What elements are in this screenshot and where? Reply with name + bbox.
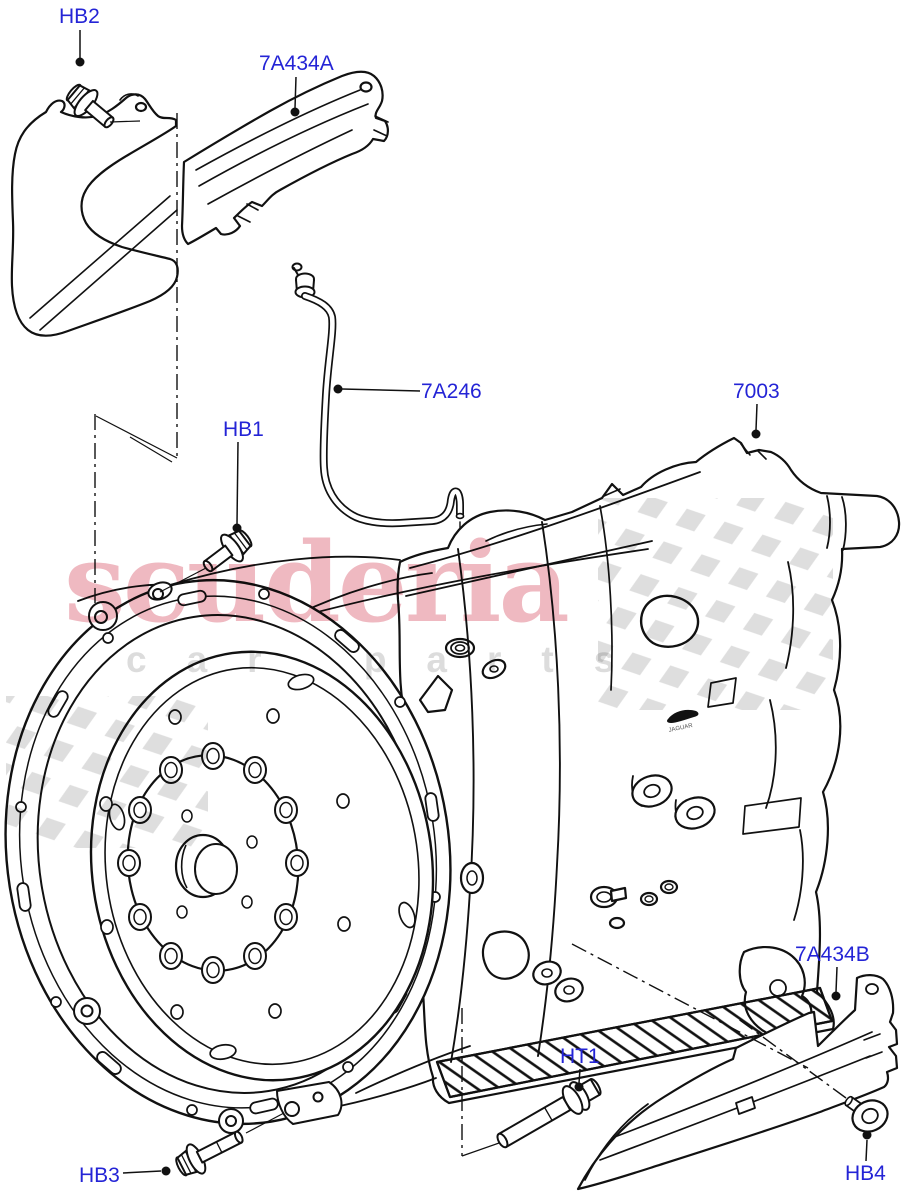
bolt-hb3 — [175, 1112, 285, 1177]
part-label-hb4[interactable]: HB4 — [845, 1162, 886, 1185]
part-label-7a434b[interactable]: 7A434B — [795, 943, 870, 966]
stud-ht1 — [496, 1078, 602, 1149]
part-label-ht1[interactable]: HT1 — [560, 1045, 600, 1068]
part-label-7003[interactable]: 7003 — [733, 380, 780, 403]
part-label-7a434a[interactable]: 7A434A — [259, 52, 334, 75]
part-label-hb3[interactable]: HB3 — [79, 1164, 120, 1187]
bolt-hb1 — [159, 529, 253, 593]
svg-text:JAGUAR: JAGUAR — [668, 723, 694, 734]
upper-heat-shield — [10, 70, 389, 337]
lower-heat-shield — [576, 974, 899, 1191]
part-label-7a246[interactable]: 7A246 — [421, 380, 482, 403]
construction-lines-upper — [94, 113, 178, 603]
clutch-housing-arcs — [77, 555, 471, 1109]
part-label-hb1[interactable]: HB1 — [223, 418, 264, 441]
bolt-hb4 — [844, 1095, 889, 1133]
construction-lines-lower — [461, 943, 847, 1157]
leader-lines — [75, 30, 872, 1176]
pipe-7a246 — [291, 262, 465, 641]
part-label-hb2[interactable]: HB2 — [59, 5, 100, 28]
bolt-hb2 — [65, 83, 141, 129]
jaguar-logo: JAGUAR — [667, 709, 699, 734]
